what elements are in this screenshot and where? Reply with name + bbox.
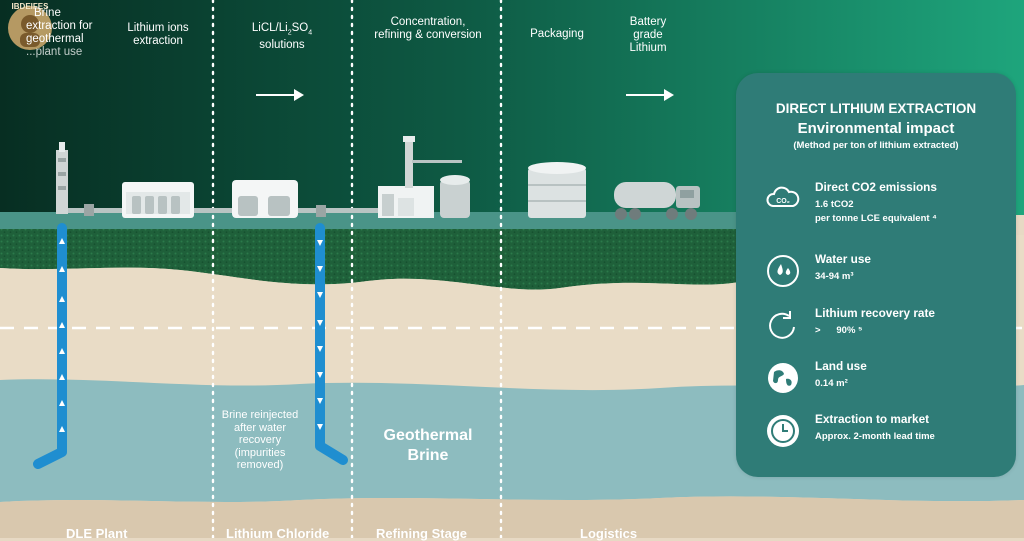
stage-lithium-chloride: Lithium Chloride bbox=[226, 526, 330, 541]
concentration-line1: Concentration, bbox=[390, 16, 466, 28]
reinj-line: (impurities bbox=[234, 446, 286, 459]
geo-line2: Brine bbox=[407, 447, 449, 464]
lithium-line1: Lithium ions bbox=[127, 22, 189, 34]
reinjection-label: Brine reinjected after water recovery (i… bbox=[212, 409, 308, 472]
battery-line2: grade bbox=[633, 29, 663, 41]
stage-logistics: Logistics bbox=[580, 526, 638, 541]
brine-line1: Brine bbox=[34, 7, 61, 19]
dle-plant-building bbox=[122, 182, 194, 218]
reinj-line: after water bbox=[234, 421, 286, 434]
metric-co2: CO₂ Direct CO2 emissions 1.6 tCO2 per to… bbox=[764, 180, 1014, 224]
licl-main: LiCL/Li bbox=[251, 22, 288, 34]
surface-pipe bbox=[66, 208, 386, 213]
brine-line3: geothermal bbox=[26, 33, 84, 45]
clock-icon bbox=[764, 412, 802, 450]
logo-text: IBDEIFES bbox=[11, 2, 49, 11]
lithium-line2: extraction bbox=[133, 35, 183, 47]
step-packaging: Packaging bbox=[530, 28, 584, 40]
environmental-impact-panel: DIRECT LITHIUM EXTRACTION Environmental … bbox=[736, 73, 1016, 477]
recycle-arrow-icon bbox=[764, 306, 802, 344]
grass-layer bbox=[0, 229, 740, 290]
metric-water: Water use 34-94 m³ bbox=[764, 252, 1014, 296]
brine-line4: ...plant use bbox=[26, 46, 83, 58]
extraction-well-tower bbox=[56, 142, 94, 216]
step-lithium-ions: Lithium ions extraction bbox=[115, 22, 201, 48]
battery-line3: Lithium bbox=[629, 42, 667, 54]
licl-sub2: 4 bbox=[308, 29, 313, 37]
licl-line2: solutions bbox=[259, 39, 305, 52]
flow-arrow-2 bbox=[626, 88, 674, 102]
metric-value: 34-94 m³ bbox=[815, 271, 854, 282]
section-dividers bbox=[211, 0, 503, 538]
metric-recovery: Lithium recovery rate > 90% ⁵ bbox=[764, 306, 1014, 350]
brine-line2: extraction for bbox=[26, 20, 93, 32]
flow-arrow-1 bbox=[256, 88, 304, 102]
svg-text:CO₂: CO₂ bbox=[776, 198, 790, 205]
refining-plant bbox=[378, 136, 470, 218]
reinj-line: recovery bbox=[238, 434, 282, 446]
metric-market: Extraction to market Approx. 2-month lea… bbox=[764, 412, 1014, 456]
licl-so: SO bbox=[291, 22, 309, 34]
bottom-sand bbox=[0, 496, 1024, 538]
metric-name: Land use bbox=[815, 359, 867, 373]
metric-name: Water use bbox=[815, 252, 871, 266]
panel-subtitle: (Method per ton of lithium extracted) bbox=[793, 140, 959, 151]
watermark-logo: IBDEIFES bbox=[2, 0, 58, 54]
packaging-silo bbox=[528, 162, 586, 218]
step-battery-grade: Battery grade Lithium bbox=[620, 16, 676, 55]
metric-name: Lithium recovery rate bbox=[815, 306, 935, 320]
concentration-line2: refining & conversion bbox=[374, 29, 482, 41]
water-globe-icon bbox=[764, 252, 802, 290]
lithium-chloride-building bbox=[232, 180, 326, 218]
stage-dle-plant: DLE Plant bbox=[66, 526, 128, 541]
metric-value-detail: per tonne LCE equivalent ⁴ bbox=[815, 213, 937, 224]
co2-cloud-icon: CO₂ bbox=[764, 180, 802, 218]
metric-value: 0.14 m² bbox=[815, 378, 848, 389]
step-concentration: Concentration, refining & conversion bbox=[362, 16, 494, 42]
metric-name: Extraction to market bbox=[815, 412, 930, 426]
stage-refining: Refining Stage bbox=[376, 526, 468, 541]
metric-value: Approx. 2-month lead time bbox=[815, 431, 935, 442]
step-brine-extraction: Brine extraction for geothermal ...plant… bbox=[26, 7, 106, 59]
metric-land: Land use 0.14 m² bbox=[764, 359, 1014, 403]
geothermal-brine-label: Geothermal Brine bbox=[360, 426, 496, 466]
panel-title: DIRECT LITHIUM EXTRACTION bbox=[775, 101, 977, 116]
battery-line1: Battery bbox=[629, 16, 667, 28]
step-licl-solutions: LiCL/Li2SO4 solutions bbox=[236, 22, 328, 52]
panel-heading: Environmental impact bbox=[797, 120, 955, 137]
licl-sub1: 2 bbox=[287, 29, 292, 37]
reinj-line: removed) bbox=[236, 459, 284, 471]
reinj-line: Brine reinjected bbox=[221, 409, 299, 421]
metric-value: > 90% ⁵ bbox=[815, 325, 863, 336]
geo-line1: Geothermal bbox=[383, 427, 473, 444]
production-well-pipe bbox=[33, 223, 67, 469]
tanker-truck bbox=[614, 182, 700, 220]
earth-icon bbox=[764, 359, 802, 397]
injection-well-pipe bbox=[315, 223, 348, 465]
metric-value: 1.6 tCO2 bbox=[815, 199, 854, 210]
metric-name: Direct CO2 emissions bbox=[815, 180, 937, 194]
ground-surface bbox=[0, 212, 740, 230]
